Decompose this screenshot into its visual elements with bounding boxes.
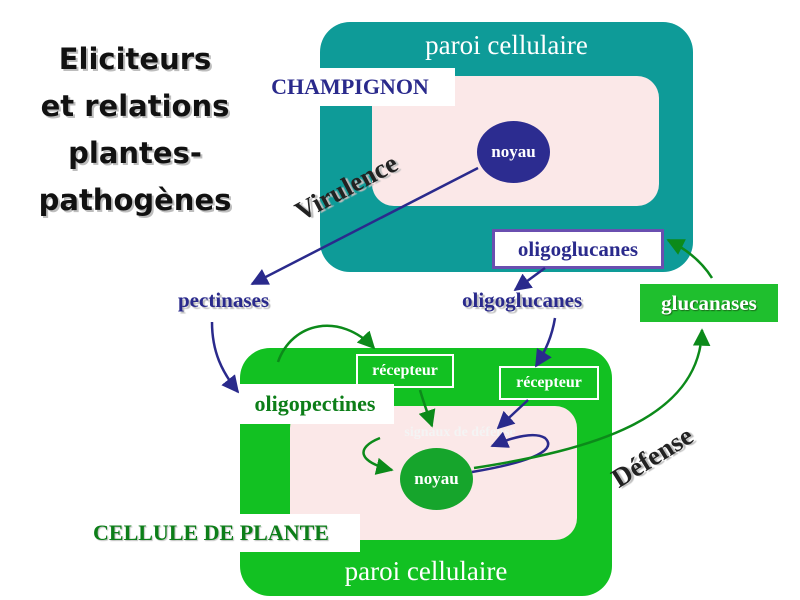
diagram-title: Eliciteurs et relations plantes- pathogè… [20, 36, 250, 224]
receptor-1: récepteur [356, 354, 454, 388]
plant-nucleus-label: noyau [414, 469, 459, 488]
plant-wall-label: paroi cellulaire [344, 556, 508, 586]
title-line-1: Eliciteurs [58, 42, 212, 76]
arrow-receptor1-to-signals [418, 389, 436, 428]
arrow-defense-to-glucanases [473, 328, 711, 470]
fungus-nucleus: noyau [477, 121, 550, 183]
oligopectines-box: oligopectines [236, 384, 394, 424]
title-line-3: plantes- [68, 136, 202, 170]
arrow-signals-to-nucleus [362, 436, 394, 475]
title-line-4: pathogènes [38, 183, 232, 217]
fungus-label: CHAMPIGNON [245, 68, 455, 106]
arrow-receptor2-to-signals [496, 399, 529, 430]
fungus-nucleus-label: noyau [491, 142, 536, 161]
plant-cell-label: CELLULE DE PLANTE [62, 514, 360, 552]
arrow-nucleus-signals-loop [471, 431, 550, 474]
arrow-pectinases-to-oligopectines [210, 321, 240, 394]
plant-nucleus: noyau [400, 448, 473, 510]
fungus-wall-label: paroi cellulaire [425, 30, 588, 60]
defense-signals-label: signaux de défense [404, 425, 516, 440]
arrow-oligopectines-to-receptor [276, 324, 376, 363]
title-line-2: et relations [40, 89, 230, 123]
oligoglucanes-label: oligoglucanes [462, 288, 583, 312]
glucanases-box: glucanases [640, 284, 778, 322]
fungus-oligoglucanes-box: oligoglucanes [492, 229, 664, 269]
arrow-glucanases-to-fungus [666, 238, 714, 279]
arrow-nucleus-to-pectinases [250, 166, 479, 286]
arrow-oligoglucanes-to-receptor [534, 317, 557, 368]
receptor-2: récepteur [499, 366, 599, 400]
arrow-oligoglucanes-down [513, 266, 546, 292]
pectinases-label: pectinases [178, 288, 269, 312]
